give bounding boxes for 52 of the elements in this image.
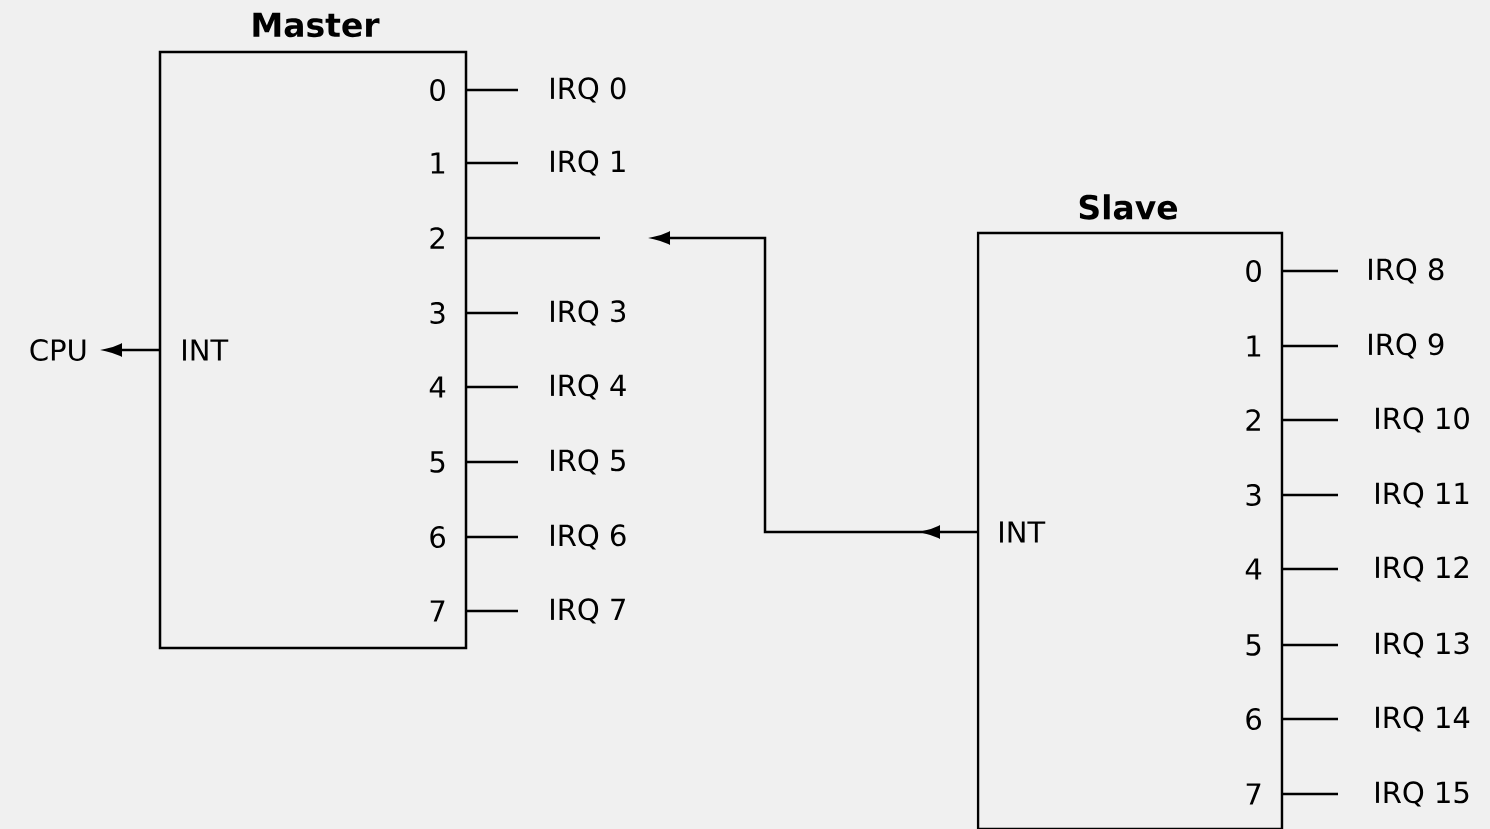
pin-number: 4 (429, 376, 446, 398)
pin-number: 7 (1246, 783, 1261, 805)
signal-label: IRQ 14 (1376, 706, 1470, 732)
pin-number: 4 (1245, 558, 1262, 580)
signal-label: IRQ 4 (551, 374, 626, 400)
signal-label: IRQ 8 (1369, 258, 1444, 284)
pin-number: 5 (430, 451, 445, 473)
pin-label: INT (1000, 521, 1046, 543)
pin-label: INT (183, 339, 229, 361)
pin-number: 1 (431, 152, 445, 174)
pin-number: 0 (1246, 260, 1261, 282)
signal-label: IRQ 7 (551, 598, 625, 624)
connector-line (1282, 418, 1338, 422)
pin-number: 7 (430, 600, 445, 622)
connector-line (466, 88, 518, 92)
pin-number: 5 (1246, 634, 1261, 656)
connector-line (466, 609, 518, 613)
pin-number: 6 (1246, 708, 1261, 730)
signal-label: IRQ 0 (551, 77, 626, 103)
pin-number: 0 (430, 79, 445, 101)
connector-line (466, 385, 518, 389)
signal-label: IRQ 6 (551, 524, 626, 550)
signal-label: IRQ 5 (551, 449, 625, 475)
connector-line (1282, 643, 1338, 647)
pin-number: 3 (430, 302, 445, 324)
connector-line (1282, 717, 1338, 721)
signal-label: IRQ 10 (1376, 407, 1469, 433)
pin-number: 3 (1246, 484, 1261, 506)
pin-number: 1 (1247, 335, 1261, 357)
signal-label: IRQ 11 (1376, 482, 1469, 508)
signal-label: IRQ 15 (1376, 781, 1469, 807)
connector-line (1282, 344, 1338, 348)
connector-line (466, 161, 518, 165)
connector-line (466, 535, 518, 539)
connector-line (1282, 493, 1338, 497)
connector-line (1282, 792, 1338, 796)
pin-number: 6 (430, 526, 445, 548)
signal-label: IRQ 13 (1376, 632, 1469, 658)
signal-label: CPU (30, 339, 86, 361)
signal-label: IRQ 9 (1369, 333, 1444, 359)
pin-number: 2 (430, 227, 444, 249)
chip-title: Slave (1079, 194, 1178, 220)
signal-label: IRQ 3 (551, 300, 626, 326)
connector-line (1282, 269, 1338, 273)
connector-line (466, 311, 518, 315)
signal-label: IRQ 12 (1376, 556, 1468, 582)
chip-title: Master (253, 12, 380, 38)
signal-label: IRQ 1 (551, 150, 625, 176)
connector-line (466, 236, 600, 240)
connector-line (1282, 567, 1338, 571)
pin-number: 2 (1246, 409, 1260, 431)
connector-line (466, 460, 518, 464)
